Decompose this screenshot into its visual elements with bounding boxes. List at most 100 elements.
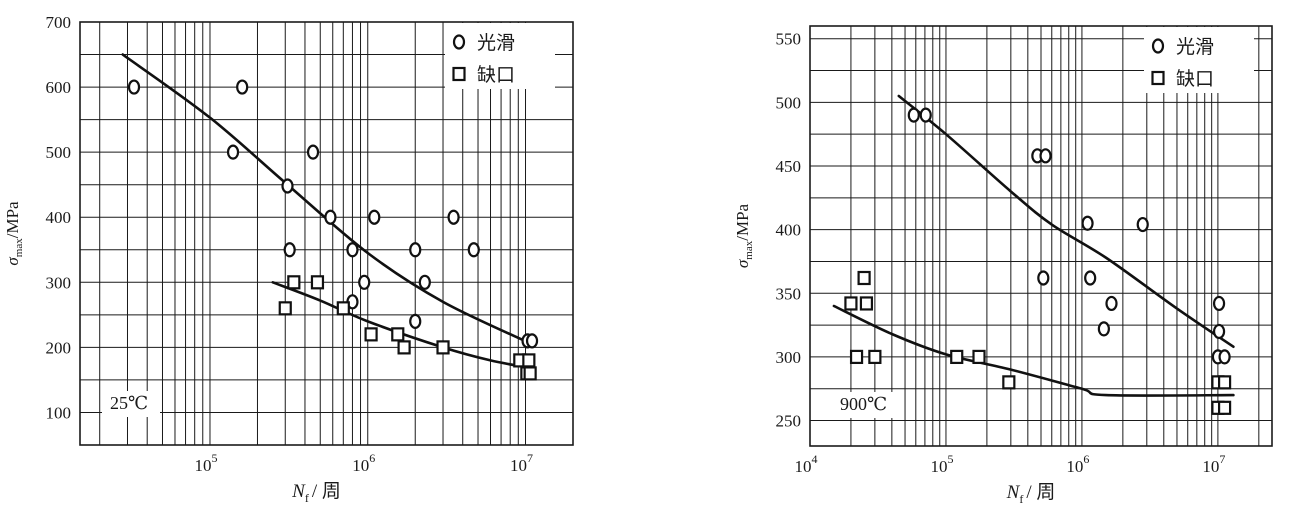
data-point-square [1002,375,1016,390]
temperature-annotation: 25℃ [110,393,148,413]
data-point-square [849,349,864,365]
x-tick-base: 10 [194,456,211,475]
y-tick-label: 100 [46,403,72,422]
fit-curve [832,304,1235,397]
data-point-circle [236,79,249,95]
y-tick-label: 400 [46,208,72,227]
x-tick-label: 104 [795,452,818,476]
y-tick-label: 600 [46,78,72,97]
x-tick-base: 10 [930,457,947,476]
x-tick-exponent: 7 [527,451,533,465]
fit-curve [271,281,537,371]
fit-curve [121,53,534,346]
data-point-square [1217,375,1232,390]
data-point-square [868,349,882,365]
y-tick-label: 200 [46,338,72,357]
data-point-square [857,270,871,286]
x-tick-label: 107 [1202,452,1225,476]
y-axis-label: σmax/MPa [3,201,25,266]
data-point-square [522,353,536,368]
data-point-circle [1136,216,1149,233]
data-point-circle [409,242,422,258]
x-tick-label: 105 [930,452,953,476]
data-point-circle [907,107,920,123]
data-point-circle [418,274,431,290]
data-point-square [287,275,301,290]
data-point-circle [324,209,337,225]
data-point-square [844,296,858,311]
y-tick-label: 400 [776,221,802,240]
y-tick-label: 300 [776,348,802,367]
data-point-circle [283,242,296,258]
y-axis-label-main: σ [733,259,752,268]
x-tick-base: 10 [352,456,369,475]
data-point-circle [1037,270,1050,286]
data-point-circle [447,209,460,225]
y-tick-label: 500 [776,93,802,112]
legend-circle-icon [1151,38,1165,54]
legend-label: 缺口 [1176,68,1214,90]
data-point-circle [467,242,480,258]
legend-label: 光滑 [477,32,515,54]
data-point-square [950,349,964,365]
data-point-square [1217,400,1232,415]
x-tick-base: 10 [510,456,527,475]
x-tick-label: 107 [510,451,533,475]
data-point-square [436,340,450,355]
data-point-circle [358,274,371,290]
y-axis-label-sub: max [743,240,755,259]
data-point-circle [409,313,422,329]
plot-frame [79,21,574,446]
x-axis-label-rest: / 周 [312,481,341,502]
data-point-square [523,366,537,381]
x-tick-exponent: 6 [369,451,375,465]
data-point-circle [127,79,141,95]
x-axis-label-sub: f [1019,492,1023,506]
x-tick-exponent: 5 [211,451,217,465]
data-point-circle [1084,270,1097,286]
data-point-circle [346,242,359,258]
x-tick-exponent: 4 [812,452,818,466]
data-point-square [364,327,378,342]
x-tick-exponent: 5 [947,452,953,466]
x-tick-label: 106 [1066,452,1089,476]
x-axis-label-rest: / 周 [1026,482,1055,503]
x-tick-label: 106 [352,451,375,475]
x-axis-label: Nf/ 周 [291,481,341,505]
data-point-square [336,301,350,316]
y-tick-label: 450 [776,157,802,176]
data-point-circle [919,107,932,123]
data-point-square [310,275,325,290]
data-point-circle [1218,349,1231,365]
data-point-circle [306,144,320,160]
data-point-circle [1212,295,1226,312]
y-tick-label: 250 [776,412,802,431]
y-tick-label: 300 [46,273,72,292]
x-axis-label-main: N [1006,482,1021,503]
legend-label: 缺口 [477,64,515,86]
x-tick-label: 105 [194,451,217,475]
data-point-circle [1212,323,1226,340]
data-point-circle [1097,321,1110,337]
y-axis-label-rest: /MPa [3,201,22,238]
y-axis-label: σmax/MPa [733,203,755,268]
temperature-annotation: 900℃ [840,394,887,414]
x-tick-exponent: 7 [1219,452,1225,466]
y-tick-label: 700 [46,13,72,32]
legend-circle-icon [452,34,466,50]
legend-square-icon [452,66,466,82]
annotation-background [102,391,160,417]
data-point-circle [368,209,381,225]
data-point-circle [281,178,294,194]
annotation-background [832,392,900,418]
legend-square-icon [1151,70,1165,86]
data-point-circle [226,144,240,160]
plot-frame [809,25,1273,447]
data-point-square [278,301,292,316]
y-tick-label: 550 [776,30,802,49]
data-point-circle [1105,295,1118,312]
x-axis-label-sub: f [305,491,309,505]
